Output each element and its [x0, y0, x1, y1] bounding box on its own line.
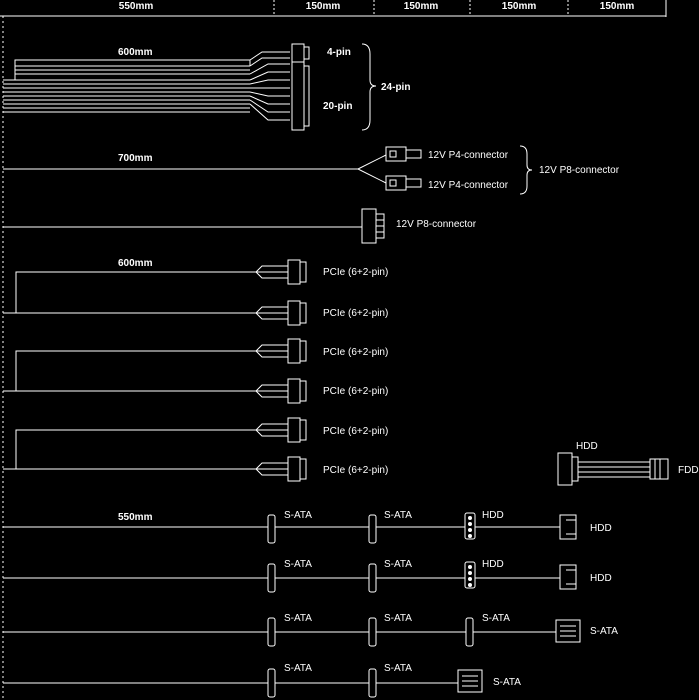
adapter-fdd-pins — [654, 459, 661, 479]
ruler-label-150: 150mm — [600, 1, 635, 12]
atx-24pin-label: 24-pin — [381, 82, 410, 93]
pcie-label: PCIe (6+2-pin) — [323, 267, 388, 278]
cpu-p4-connector-a — [385, 146, 422, 162]
pcie-fanout — [255, 423, 288, 476]
molex-connector — [464, 512, 476, 540]
sata-connector — [368, 514, 377, 544]
cpu-p8-cable: 12V P8-connector — [3, 208, 477, 244]
sata-label: S-ATA — [384, 663, 412, 674]
peripheral-cable-2: S-ATA S-ATA HDD HDD — [3, 559, 612, 593]
pcie-connector — [287, 417, 307, 443]
fdd-adapter: HDD FDD — [557, 441, 699, 486]
atx-24pin-brace — [361, 43, 377, 131]
sata-connector — [368, 563, 377, 593]
cpu-p4-connector-b — [385, 175, 422, 191]
pcie-cable-3 — [3, 423, 288, 476]
ruler: 550mm 150mm 150mm 150mm 150mm — [0, 0, 667, 17]
pcie-connector — [287, 338, 307, 364]
pcie-connector — [287, 300, 307, 326]
atx-20pin-label: 20-pin — [323, 101, 352, 112]
cpu-split-cable: 700mm 12V P4-connector 12V P4-connector … — [3, 145, 620, 195]
sata-label: S-ATA — [284, 510, 312, 521]
sata-end-connector — [555, 619, 581, 643]
peripheral-cable-4: S-ATA S-ATA S-ATA — [3, 663, 521, 698]
pcie-connector — [287, 378, 307, 404]
sata-connector — [267, 563, 276, 593]
atx-4pin-connector — [291, 43, 305, 63]
sata-label: S-ATA — [493, 677, 521, 688]
pcie-label: PCIe (6+2-pin) — [323, 386, 388, 397]
pcie-length-label: 600mm — [118, 258, 153, 269]
cpu-p8-brace — [519, 145, 533, 195]
atx-wire-bundle — [3, 66, 250, 113]
ruler-label-150: 150mm — [404, 1, 439, 12]
pcie-wire — [3, 350, 288, 392]
atx-length-label: 600mm — [118, 47, 153, 58]
ruler-label-150: 150mm — [502, 1, 537, 12]
pcie-label: PCIe (6+2-pin) — [323, 465, 388, 476]
sata-connector — [465, 617, 474, 647]
sata-label: S-ATA — [384, 510, 412, 521]
atx-fanout-20pin — [249, 63, 290, 121]
cpu-split-fork — [357, 154, 387, 184]
adapter-hdd-latch — [572, 456, 579, 482]
adapter-hdd-label: HDD — [576, 441, 598, 452]
sata-end-connector — [457, 669, 483, 693]
cpu-p8-single-label: 12V P8-connector — [396, 219, 477, 230]
peripheral-cable-1: 550mm S-ATA S-ATA HDD HDD — [3, 510, 612, 544]
adapter-fdd-label: FDD — [678, 465, 699, 476]
sata-connector — [368, 668, 377, 698]
adapter-wires — [578, 461, 650, 478]
sata-connector — [368, 617, 377, 647]
cpu-p4-label-a: 12V P4-connector — [428, 150, 509, 161]
pcie-wire — [3, 429, 288, 470]
hdd-label: HDD — [590, 573, 612, 584]
peripheral-cable-3: S-ATA S-ATA S-ATA S-ATA — [3, 613, 618, 647]
sata-label: S-ATA — [384, 613, 412, 624]
cpu-p8-connector — [361, 208, 385, 244]
atx-20pin-latch — [303, 65, 310, 127]
atx-cable: 600mm 4-pin 20-pin 24-pin — [3, 43, 410, 131]
atx-wire — [14, 59, 251, 67]
sata-connector — [267, 668, 276, 698]
sata-label: S-ATA — [284, 663, 312, 674]
hdd-connector — [559, 514, 577, 540]
pcie-connector — [287, 456, 307, 482]
cpu-length-label: 700mm — [118, 153, 153, 164]
sata-label: S-ATA — [284, 613, 312, 624]
cpu-p8-group-label: 12V P8-connector — [539, 165, 620, 176]
ruler-label-150: 150mm — [306, 1, 341, 12]
hdd-label: HDD — [590, 523, 612, 534]
sata-label: S-ATA — [384, 559, 412, 570]
pcie-wire — [3, 271, 288, 314]
atx-fanout-4pin — [249, 51, 290, 67]
sata-label: S-ATA — [482, 613, 510, 624]
pcie-cable-2 — [3, 344, 288, 398]
pcie-fanout — [255, 344, 288, 398]
pcie-cable-1: 600mm — [3, 258, 288, 320]
sata-label: S-ATA — [284, 559, 312, 570]
pcie-label: PCIe (6+2-pin) — [323, 347, 388, 358]
molex-connector — [464, 561, 476, 589]
peripheral-length-label: 550mm — [118, 512, 153, 523]
hdd-connector — [559, 564, 577, 590]
sata-connector — [267, 514, 276, 544]
pcie-fanout — [255, 265, 288, 320]
atx-4pin-latch — [303, 46, 310, 60]
adapter-hdd-connector — [557, 452, 573, 486]
sata-label: S-ATA — [590, 626, 618, 637]
ruler-label-550: 550mm — [119, 1, 154, 12]
pcie-label: PCIe (6+2-pin) — [323, 426, 388, 437]
adapter-fdd-connector — [649, 458, 669, 480]
hdd-label: HDD — [482, 510, 504, 521]
pcie-connector — [287, 259, 307, 285]
hdd-label: HDD — [482, 559, 504, 570]
cpu-p4-label-b: 12V P4-connector — [428, 180, 509, 191]
sata-connector — [267, 617, 276, 647]
atx-20pin-connector — [291, 61, 305, 131]
atx-4pin-label: 4-pin — [327, 47, 351, 58]
pcie-label: PCIe (6+2-pin) — [323, 308, 388, 319]
